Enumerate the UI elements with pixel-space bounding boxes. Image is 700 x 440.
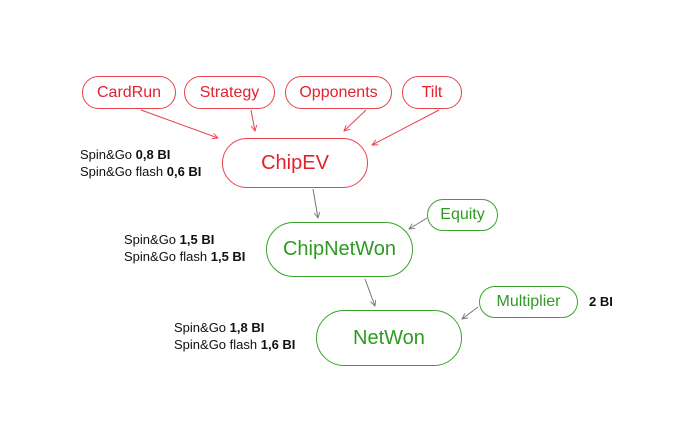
factor-strategy-label: Strategy (199, 83, 260, 101)
equity-label: Equity (440, 206, 485, 223)
chipev-node: ChipEV (222, 138, 368, 188)
factor-opponents-label: Opponents (299, 83, 378, 101)
multiplier-node: Multiplier (479, 286, 578, 318)
chipnetwon-node: ChipNetWon (266, 222, 413, 277)
arrow-chipnetwon-to-netwon (364, 278, 375, 306)
equity-node: Equity (427, 199, 498, 231)
arrow-tilt-to-chipev (372, 109, 440, 145)
factor-cardrun-label: CardRun (96, 83, 162, 101)
netwon-node: NetWon (316, 310, 462, 366)
arrow-chipev-to-chipnetwon (312, 188, 318, 218)
netwon-stat-spingo-flash: Spin&Go flash 1,6 BI (174, 337, 296, 352)
chipnetwon-stat-spingo: Spin&Go 1,5 BI (124, 232, 215, 247)
chipev-stat-spingo-flash: Spin&Go flash 0,6 BI (80, 164, 202, 179)
multiplier-value: 2 BI (589, 294, 613, 309)
arrow-cardrun-to-chipev (140, 109, 218, 138)
factor-opponents-node: Opponents (285, 76, 392, 109)
chipev-stats: Spin&Go 0,8 BI Spin&Go flash 0,6 BI (80, 146, 201, 180)
chipnetwon-stats: Spin&Go 1,5 BI Spin&Go flash 1,5 BI (124, 231, 245, 265)
arrow-multiplier-to-netwon (462, 306, 479, 319)
netwon-stats: Spin&Go 1,8 BI Spin&Go flash 1,6 BI (174, 319, 295, 353)
chipev-stat-spingo: Spin&Go 0,8 BI (80, 147, 171, 162)
chipnetwon-stat-spingo-flash: Spin&Go flash 1,5 BI (124, 249, 246, 264)
arrow-strategy-to-chipev (250, 109, 255, 131)
arrow-opponents-to-chipev (344, 109, 367, 131)
netwon-stat-spingo: Spin&Go 1,8 BI (174, 320, 265, 335)
multiplier-label: Multiplier (496, 293, 561, 310)
factor-strategy-node: Strategy (184, 76, 275, 109)
chipnetwon-label: ChipNetWon (282, 238, 397, 260)
arrow-equity-to-chipnetwon (409, 217, 428, 229)
factor-cardrun-node: CardRun (82, 76, 176, 109)
chipev-label: ChipEV (261, 151, 329, 174)
netwon-label: NetWon (353, 326, 425, 349)
factor-tilt-node: Tilt (402, 76, 462, 109)
factor-tilt-label: Tilt (421, 83, 443, 101)
